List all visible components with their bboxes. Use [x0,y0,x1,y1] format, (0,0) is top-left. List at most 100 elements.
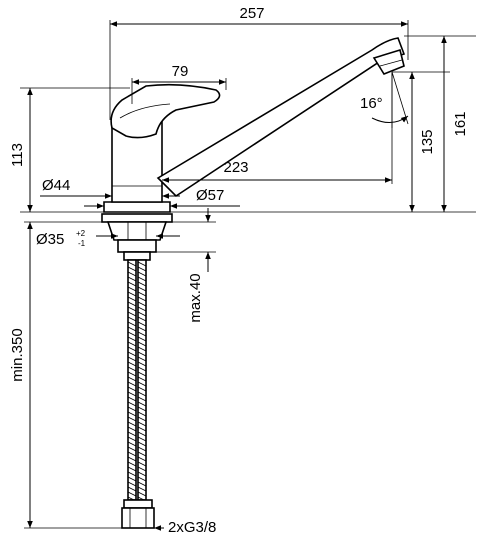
supply-hoses [121,259,155,529]
hose-braid-stroke [137,416,147,422]
hose-braid-stroke [137,261,147,267]
hose-braid-stroke [137,386,147,392]
hose-braid-stroke [137,331,147,337]
dim-hole-diameter: Ø35 +2 -1 [36,229,180,248]
hose-braid-stroke [137,321,147,327]
label-max-40: max.40 [187,273,204,322]
hose-braid-stroke [137,326,147,332]
hose-braid-stroke [127,451,137,457]
hose-braid-stroke [127,271,137,277]
hose-braid-stroke [127,276,137,282]
hose-braid-stroke [127,341,137,347]
hose-braid-stroke [127,391,137,397]
mounting-assembly [101,213,173,261]
hose-braid-stroke [127,291,137,297]
hose-braid-stroke [137,411,147,417]
hose-braid-stroke [137,341,147,347]
hose-braid-stroke [137,491,147,497]
label-79: 79 [172,63,189,80]
hose-braid-stroke [137,456,147,462]
label-diameter-35: Ø35 [36,231,64,248]
hose-braid-stroke [137,291,147,297]
hose-braid-stroke [127,366,137,372]
hose-braid-stroke [137,366,147,372]
lever-handle [110,83,221,139]
hose-braid-stroke [137,401,147,407]
hose-braid-stroke [137,301,147,307]
hose-braid-stroke [127,486,137,492]
dim-outlet-height: 135 [392,71,450,212]
dim-total-height: 161 [170,35,476,213]
hose-braid-stroke [137,466,147,472]
hose-braid-stroke [127,431,137,437]
dim-body-height: 113 [9,87,130,213]
label-tol-minus: -1 [78,239,86,248]
label-161: 161 [452,111,469,136]
dim-connection: 2xG3/8 [154,519,216,536]
hose-braid-stroke [137,351,147,357]
hose-braid-stroke [127,491,137,497]
hose-braid-stroke [137,406,147,412]
hose-braid-stroke [127,476,137,482]
hose-braid-stroke [137,311,147,317]
label-223: 223 [223,159,248,176]
dim-overall-reach: 257 [109,5,409,120]
hose-braid-stroke [127,481,137,487]
label-connection: 2xG3/8 [168,519,216,536]
hose-braid-stroke [127,361,137,367]
dim-body-diameter: Ø44 [40,177,180,199]
hose-braid-stroke [127,266,137,272]
hose-braid-stroke [127,301,137,307]
hose-braid-stroke [127,356,137,362]
dim-lever-length: 79 [131,63,227,104]
dim-angle: 16° [360,71,409,128]
label-min-350: min.350 [9,328,26,381]
hose-braid-stroke [137,376,147,382]
hose-braid-stroke [137,356,147,362]
hose-braid-stroke [127,311,137,317]
hose-braid-stroke [137,391,147,397]
hose-braid-stroke [127,386,137,392]
hose-braid-stroke [137,461,147,467]
label-113: 113 [9,143,26,167]
hose-braid-stroke [127,466,137,472]
dim-counter-thickness: max.40 [156,208,216,323]
hose-braid-stroke [127,436,137,442]
label-diameter-44: Ø44 [42,177,70,194]
hose-braid-stroke [137,361,147,367]
hose-braid-stroke [127,471,137,477]
hose-braid-stroke [127,261,137,267]
hose-braid-stroke [137,371,147,377]
hose-braid-stroke [127,316,137,322]
hose-braid-stroke [127,296,137,302]
hose-braid-stroke [127,406,137,412]
hose-braid-stroke [137,476,147,482]
hose-braid-stroke [127,421,137,427]
label-angle: 16° [360,95,383,112]
hose-braid-stroke [127,396,137,402]
hose-braid-stroke [137,336,147,342]
hose-braid-stroke [127,381,137,387]
hose-braid-stroke [127,306,137,312]
hose-braid-stroke [127,411,137,417]
hose-braid-stroke [127,441,137,447]
dim-base-diameter: Ø57 [84,187,240,209]
dim-hose-length: min.350 [9,221,122,529]
hose-braid-stroke [127,416,137,422]
hose-braid-stroke [137,346,147,352]
hose-braid-stroke [137,471,147,477]
hose-braid-stroke [137,436,147,442]
hose-braid-stroke [127,321,137,327]
hose-braid-stroke [137,266,147,272]
hose-braid-stroke [137,271,147,277]
hose-braid-stroke [127,336,137,342]
hose-braid-stroke [137,441,147,447]
hose-braid-stroke [127,401,137,407]
hose-braid-stroke [137,286,147,292]
hose-braid-stroke [137,396,147,402]
hose-braid-stroke [137,296,147,302]
hose-braid-stroke [137,481,147,487]
hose-braid-stroke [127,351,137,357]
hose-braid-stroke [127,371,137,377]
